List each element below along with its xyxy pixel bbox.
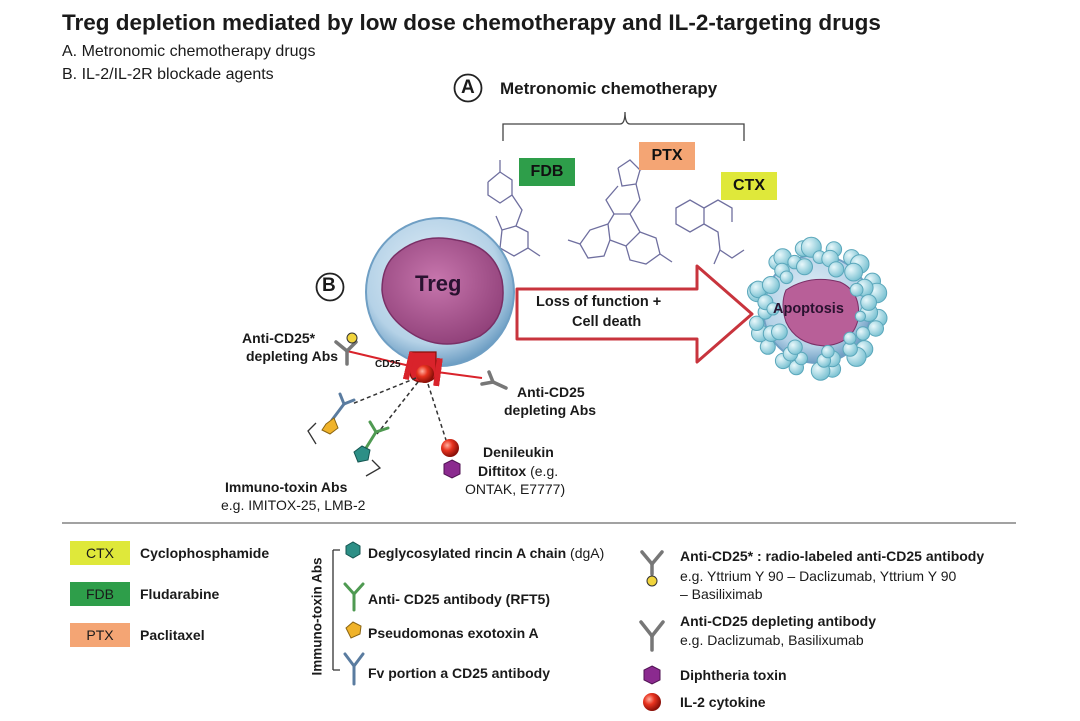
ctx-box	[721, 172, 777, 200]
il2-cytokine	[416, 365, 434, 383]
legend-radio-example-1: e.g. Yttrium Y 90 – Daclizumab, Yttrium …	[680, 568, 957, 584]
denileukin-diftitox: Diftitox	[478, 463, 527, 479]
section-a-circle	[453, 73, 483, 103]
legend-diphtheria-icon	[643, 665, 661, 685]
page-title: Treg depletion mediated by low dose chem…	[62, 10, 881, 35]
ptx-molecule	[567, 159, 673, 265]
legend-ptx-abbr: PTX	[86, 627, 114, 643]
ctx-molecule	[675, 199, 745, 265]
apoptosis-bubble	[787, 339, 803, 355]
immunotoxin-bracket-right	[365, 459, 382, 477]
apoptosis-bubble	[854, 310, 867, 322]
arrow-label-2: Cell death	[572, 314, 642, 330]
anti-cd25-line2: depleting Abs	[504, 402, 597, 418]
ctx-label: CTX	[733, 177, 765, 194]
legend-depleting-title: Anti-CD25 depleting antibody	[680, 613, 876, 629]
inhibit-line-right	[433, 357, 483, 387]
denileukin-eg: (e.g.	[530, 463, 559, 479]
legend-immunotoxin-bracket	[332, 549, 340, 671]
chemo-bracket	[502, 111, 745, 141]
fdb-box	[519, 158, 575, 186]
apoptosis-bubble	[849, 282, 864, 297]
legend-il2: IL-2 cytokine	[680, 694, 766, 710]
legend-radioactive-icon	[646, 575, 658, 587]
legend-rft5-icon	[343, 582, 365, 612]
apoptosis-bubble	[766, 302, 780, 316]
legend-fv: Fv portion a CD25 antibody	[368, 665, 551, 681]
denileukin-toxin	[443, 459, 461, 479]
legend-dga-name: Deglycosylated rincin A chain	[368, 545, 567, 561]
legend-depleting-example: e.g. Daclizumab, Basilixumab	[680, 632, 864, 648]
immunotoxin-bracket-left	[307, 422, 317, 445]
apoptosis-bubbles	[747, 236, 888, 381]
anti-cd25-line1: Anti-CD25	[517, 384, 585, 400]
apoptosis-bubble	[867, 320, 884, 337]
legend-fdb-swatch	[70, 582, 130, 606]
treg-label: Treg	[415, 271, 462, 296]
dashed-connectors	[351, 377, 447, 441]
legend-ctx-abbr: CTX	[86, 545, 114, 561]
apoptosis-bubble	[828, 261, 845, 278]
subtitle-a: A. Metronomic chemotherapy drugs	[62, 43, 316, 60]
fdb-label: FDB	[530, 163, 564, 180]
legend-radio-antibody-icon	[640, 550, 664, 576]
apoptosis-bubble	[855, 326, 871, 341]
subtitle-b: B. IL-2/IL-2R blockade agents	[62, 66, 274, 83]
legend-immunotoxin-group: Immuno-toxin Abs	[309, 557, 325, 676]
legend-dga: Deglycosylated rincin A chain (dgA)	[368, 545, 604, 561]
treg-nucleus	[381, 237, 504, 345]
anti-cd25-antibody	[480, 370, 508, 390]
legend-radio-title: Anti-CD25* : radio-labeled anti-CD25 ant…	[680, 548, 985, 564]
immunotoxin-antibody-2	[353, 420, 390, 463]
apoptosis-bubble	[771, 323, 788, 341]
legend-radio-example-2: – Basiliximab	[680, 586, 763, 602]
apoptosis-bubble	[779, 270, 794, 285]
apoptosis-bubble	[843, 331, 857, 345]
apoptosis-bubble	[821, 344, 835, 359]
arrow-label-1: Loss of function +	[536, 294, 662, 310]
ptx-box	[639, 142, 695, 170]
legend-dga-abbr: (dgA)	[570, 545, 605, 561]
legend-ptx-name: Paclitaxel	[140, 627, 205, 643]
apoptosis-bubble	[749, 315, 765, 331]
immunotoxin-examples: e.g. IMITOX-25, LMB-2	[221, 497, 366, 513]
section-b-circle	[315, 272, 345, 302]
apoptosis-bubble	[796, 258, 813, 276]
legend-pseudomonas-icon	[345, 621, 362, 639]
legend-diphtheria: Diphtheria toxin	[680, 667, 787, 683]
legend-il2-icon	[643, 693, 661, 711]
immunotoxin-label: Immuno-toxin Abs	[225, 479, 348, 495]
radioactive-icon	[346, 332, 358, 344]
loss-of-function-arrow	[515, 264, 754, 364]
section-b-letter: B	[322, 275, 336, 296]
legend-rft5: Anti- CD25 antibody (RFT5)	[368, 591, 550, 607]
apoptosis-bubble	[860, 294, 877, 311]
anti-cd25-star-antibody	[334, 340, 358, 366]
legend-pseudomonas: Pseudomonas exotoxin A	[368, 625, 539, 641]
cd25-label: CD25	[375, 359, 401, 370]
legend-depleting-antibody-icon	[639, 620, 665, 652]
legend-ctx-swatch	[70, 541, 130, 565]
apoptosis-bubble	[761, 276, 780, 294]
anti-cd25-star-line1: Anti-CD25*	[242, 330, 316, 346]
ptx-label: PTX	[651, 147, 683, 164]
immunotoxin-antibody-1	[321, 392, 356, 435]
legend-fv-icon	[343, 652, 365, 686]
apoptosis-label: Apoptosis	[773, 301, 844, 317]
inhibit-line-left	[346, 350, 416, 381]
section-a-label: Metronomic chemotherapy	[500, 79, 718, 98]
apoptosis-bubble	[844, 262, 863, 282]
denileukin-line2: Diftitox (e.g.	[478, 463, 558, 479]
anti-cd25-star-line2: depleting Abs	[246, 348, 339, 364]
denileukin-line1: Denileukin	[483, 444, 554, 460]
legend-dga-icon	[345, 541, 361, 559]
section-a-letter: A	[461, 77, 475, 98]
legend-ptx-swatch	[70, 623, 130, 647]
legend-ctx-name: Cyclophosphamide	[140, 545, 270, 561]
denileukin-examples: ONTAK, E7777)	[465, 481, 566, 497]
legend-fdb-abbr: FDB	[86, 586, 114, 602]
denileukin-il2	[441, 439, 459, 457]
legend-fdb-name: Fludarabine	[140, 586, 220, 602]
